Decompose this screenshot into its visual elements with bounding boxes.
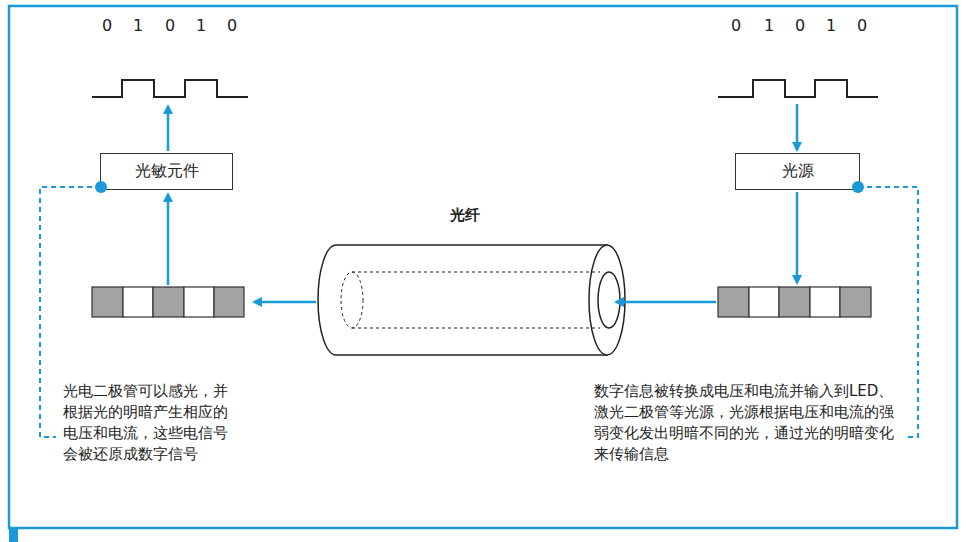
fiber-label: 光纤 (425, 205, 505, 226)
photo-sensor-box: 光敏元件 (100, 153, 233, 190)
bit-value: 0 (726, 17, 746, 35)
box-label: 光敏元件 (135, 161, 199, 182)
bit-value: 0 (852, 17, 872, 35)
bit-value: 0 (222, 17, 242, 35)
light-source-box: 光源 (735, 153, 860, 190)
bit-value: 1 (128, 17, 148, 35)
box-label: 光源 (782, 161, 814, 182)
bit-value: 0 (790, 17, 810, 35)
bit-value: 0 (97, 17, 117, 35)
bit-value: 1 (759, 17, 779, 35)
receiver-note: 光电二极管可以感光，并根据光的明暗产生相应的电压和电流，这些电信号会被还原成数字… (63, 381, 235, 465)
bit-value: 0 (160, 17, 180, 35)
transmitter-note: 数字信息被转换成电压和电流并输入到LED、激光二极管等光源，光源根据电压和电流的… (594, 381, 900, 465)
bit-value: 1 (821, 17, 841, 35)
bit-value: 1 (191, 17, 211, 35)
